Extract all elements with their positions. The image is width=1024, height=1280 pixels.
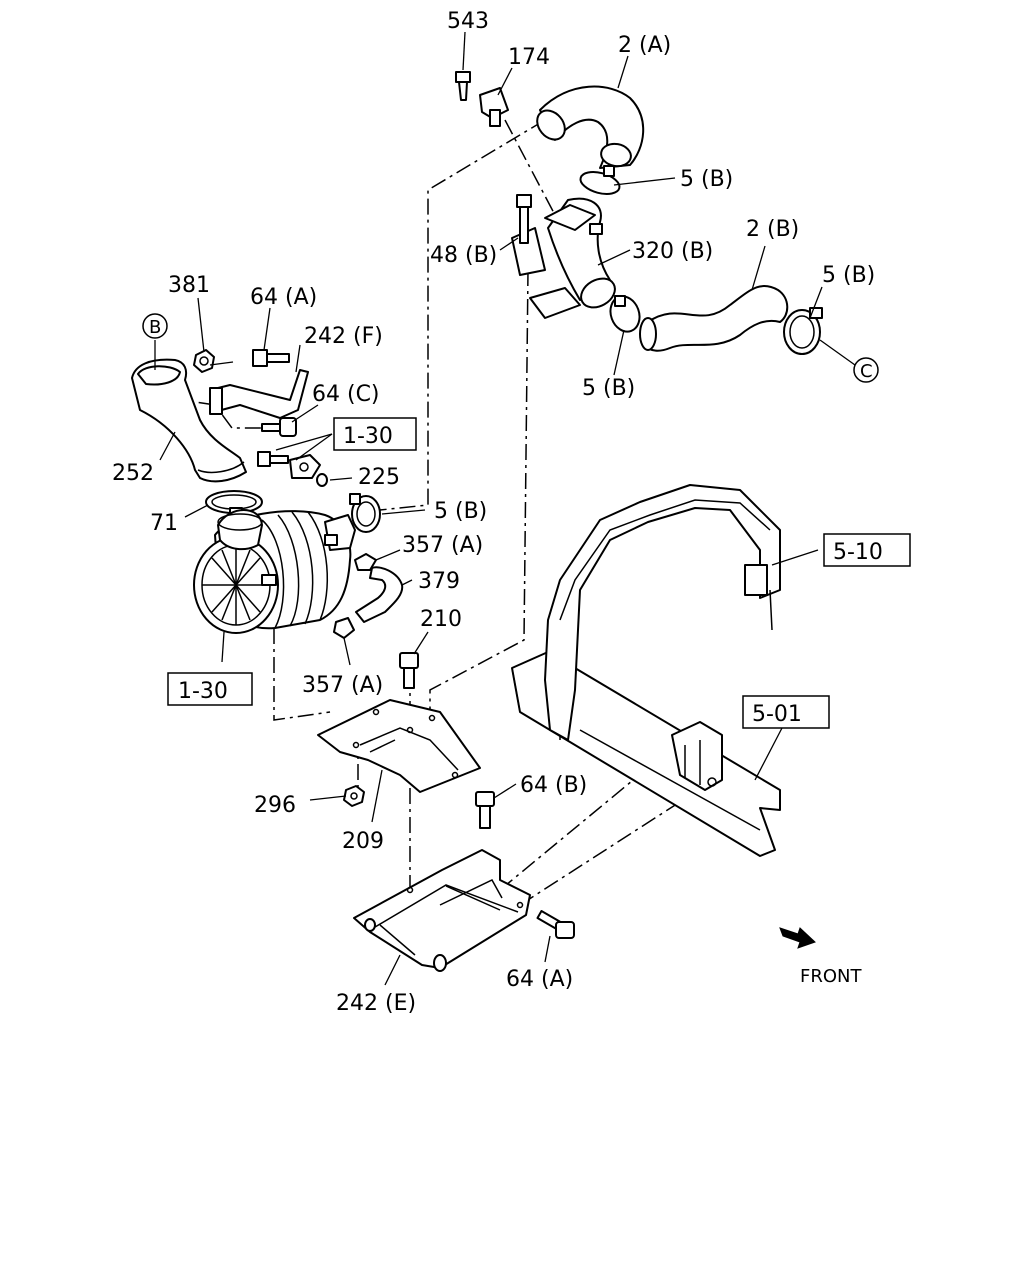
bracket-209 — [317, 699, 481, 793]
intake-hose-2a — [536, 85, 645, 169]
hose-clamp-5b-cleaner — [349, 493, 381, 533]
circle-letter-c: C — [860, 361, 873, 382]
clip-357a-top — [354, 553, 377, 571]
ref-5-01: 5-01 — [752, 702, 802, 727]
label-357a-top: 357 (A) — [402, 533, 483, 558]
label-64b: 64 (B) — [520, 773, 587, 798]
intake-pipe-320b — [511, 197, 616, 319]
nut-296 — [343, 785, 365, 807]
hose-clamp-5b-top — [579, 165, 621, 195]
cab-guard-5-10 — [544, 484, 781, 741]
label-48b: 48 (B) — [430, 243, 497, 268]
bolt-64a-bottom — [536, 910, 575, 939]
hose-clamp-5b-mid — [609, 295, 641, 333]
label-242e: 242 (E) — [336, 991, 416, 1016]
intake-hose-2b — [639, 285, 789, 352]
sensor-174 — [479, 87, 509, 127]
label-252: 252 — [112, 461, 154, 486]
ref-1-30-upper: 1-30 — [343, 424, 393, 449]
ref-1-30-lower: 1-30 — [178, 679, 228, 704]
bolt-210 — [399, 652, 419, 689]
bolt-64a-top — [252, 349, 290, 367]
ref-box-1-30-upper: 1-30 — [333, 417, 417, 451]
circle-ref-b: B — [142, 313, 168, 339]
label-225: 225 — [358, 465, 400, 490]
label-320b: 320 (B) — [632, 239, 713, 264]
nut-381 — [193, 349, 215, 373]
bracket-bolts — [257, 451, 321, 479]
label-front: FRONT — [800, 966, 862, 987]
front-arrow-icon — [779, 927, 816, 949]
part-labels: 543 174 2 (A) 5 (B) 48 (B) 320 (B) 2 (B)… — [112, 9, 875, 1016]
label-2a: 2 (A) — [618, 33, 671, 58]
bolt-48b — [516, 194, 532, 244]
chassis-frame-rail — [511, 651, 781, 857]
dust-cover-pattern — [202, 545, 270, 625]
ref-5-10: 5-10 — [833, 540, 883, 565]
label-381: 381 — [168, 273, 210, 298]
circle-ref-c: C — [853, 357, 879, 383]
label-5b-right: 5 (B) — [822, 263, 875, 288]
bolt-64c — [261, 417, 297, 437]
frame-bracket — [671, 721, 723, 791]
label-64a-top: 64 (A) — [250, 285, 317, 310]
bracket-242e — [353, 849, 531, 972]
label-174: 174 — [508, 45, 550, 70]
clip-357a-bottom — [333, 617, 355, 639]
label-64a-bottom: 64 (A) — [506, 967, 573, 992]
ref-box-1-30-lower: 1-30 — [167, 672, 253, 706]
ref-box-5-01: 5-01 — [742, 695, 830, 729]
label-543: 543 — [447, 9, 489, 34]
oring-225 — [316, 473, 328, 487]
label-210: 210 — [420, 607, 462, 632]
leader-lines — [154, 31, 856, 986]
label-357a-bottom: 357 (A) — [302, 673, 383, 698]
drain-hose-379 — [355, 566, 404, 623]
label-71: 71 — [150, 511, 178, 536]
label-2b: 2 (B) — [746, 217, 799, 242]
label-5b-cleaner: 5 (B) — [434, 499, 487, 524]
air-cleaner-assembly — [193, 509, 356, 634]
hose-clamp-5b-right — [783, 307, 823, 355]
ref-box-5-10: 5-10 — [823, 533, 911, 567]
label-209: 209 — [342, 829, 384, 854]
intake-duct-252 — [131, 358, 247, 483]
bolt-64b — [475, 791, 495, 829]
bracket-242f — [209, 369, 309, 419]
circle-letter-b: B — [149, 317, 161, 338]
label-379: 379 — [418, 569, 460, 594]
label-242f: 242 (F) — [304, 324, 383, 349]
label-296: 296 — [254, 793, 296, 818]
label-5b-top: 5 (B) — [680, 167, 733, 192]
screw-543 — [455, 71, 471, 101]
label-64c: 64 (C) — [312, 382, 380, 407]
label-5b-mid: 5 (B) — [582, 376, 635, 401]
